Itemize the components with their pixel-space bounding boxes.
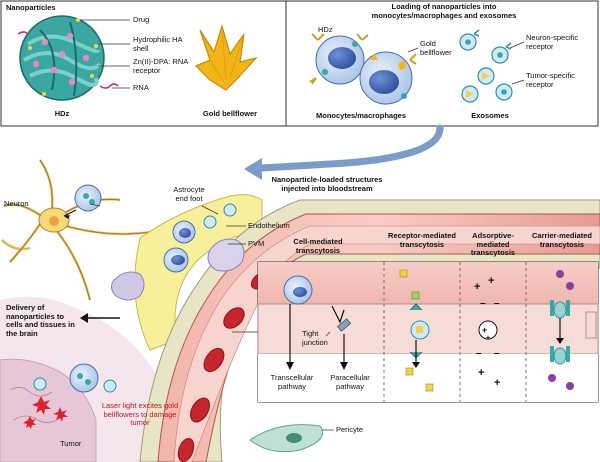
gold-loading-label: Gold bellflower — [420, 39, 452, 57]
svg-text:+: + — [482, 325, 487, 335]
svg-text:–: – — [476, 348, 482, 359]
injection-arrow — [258, 124, 444, 172]
astrocyte-label: Astrocyte end foot — [173, 185, 205, 203]
neuron-label: Neuron — [4, 199, 29, 208]
tumor-label: Tumor — [60, 439, 82, 448]
svg-text:+: + — [474, 281, 480, 293]
drug-label: Drug — [133, 15, 150, 24]
carrier-transcytosis-label: Carrier-mediated transcytosis — [531, 231, 593, 249]
svg-text:+: + — [488, 275, 494, 287]
shell-label: Hydrophilic HA shell — [133, 35, 183, 53]
svg-text:–: – — [480, 298, 486, 309]
monocyte-cell — [359, 51, 417, 105]
endothelium-label: Endothelium — [248, 221, 290, 230]
tight-junction-label: Tight junction — [302, 329, 328, 347]
transcellular-label: Transcellular pathway — [270, 373, 314, 391]
receptor-label: Zn(II)-DPA: RNA receptor — [133, 57, 188, 75]
laser-label: Laser light excites gold bellflowers to … — [101, 401, 179, 427]
receptor-transcytosis-label: Receptor-mediated transcytosis — [388, 231, 456, 249]
transcytosis-inset: + + – – + + – – + + — [257, 261, 599, 403]
hdz-particle — [17, 15, 119, 101]
delivery-label: Delivery of nanoparticles to cells and t… — [6, 303, 75, 338]
neuron-receptor-label: Neuron-specific receptor — [526, 33, 579, 51]
loading-title: Loading of nanoparticles into monocytes/… — [371, 2, 517, 20]
nanoparticles-title: Nanoparticles — [6, 3, 56, 12]
neuron — [1, 159, 151, 301]
exosomes-caption: Exosomes — [471, 111, 509, 120]
hdz-caption: HDz — [54, 109, 70, 118]
injected-label: Nanoparticle-loaded structures injected … — [271, 175, 383, 193]
bellflower-caption: Gold bellflower — [202, 109, 258, 118]
monocytes-caption: Monocytes/macrophages — [315, 111, 407, 120]
gold-bellflower — [194, 23, 258, 91]
paracellular-label: Paracellular pathway — [330, 373, 370, 391]
nanoparticles-panel — [0, 0, 287, 127]
exosome — [461, 85, 479, 103]
hdz-loading-label: HDz — [318, 25, 333, 34]
cell-transcytosis-label: Cell-mediated transcytosis — [293, 237, 343, 255]
adsorptive-transcytosis-label: Adsorptive-mediated transcytosis — [470, 231, 516, 257]
svg-text:+: + — [486, 335, 490, 342]
svg-text:–: – — [494, 348, 500, 359]
tumor-receptor-label: Tumor-specific receptor — [526, 71, 575, 89]
pvm-cell — [207, 238, 245, 272]
exosome — [33, 377, 47, 391]
svg-text:+: + — [478, 367, 484, 379]
injection-arrowhead — [244, 158, 262, 180]
exosome — [459, 29, 480, 51]
svg-text:–: – — [494, 298, 500, 309]
laser-burst — [23, 396, 68, 429]
exosome — [491, 42, 512, 64]
exosome — [477, 67, 495, 85]
exosome — [103, 379, 117, 393]
pericyte-label: Pericyte — [336, 425, 364, 434]
pvm-label: PVM — [248, 239, 265, 248]
rna-label: RNA — [133, 83, 149, 92]
loading-panel — [285, 0, 599, 127]
monocyte-cell — [309, 33, 369, 85]
macrophage-tissue — [110, 271, 145, 301]
svg-text:+: + — [494, 377, 500, 389]
monocyte-cell — [69, 363, 99, 393]
exosome — [495, 83, 513, 101]
